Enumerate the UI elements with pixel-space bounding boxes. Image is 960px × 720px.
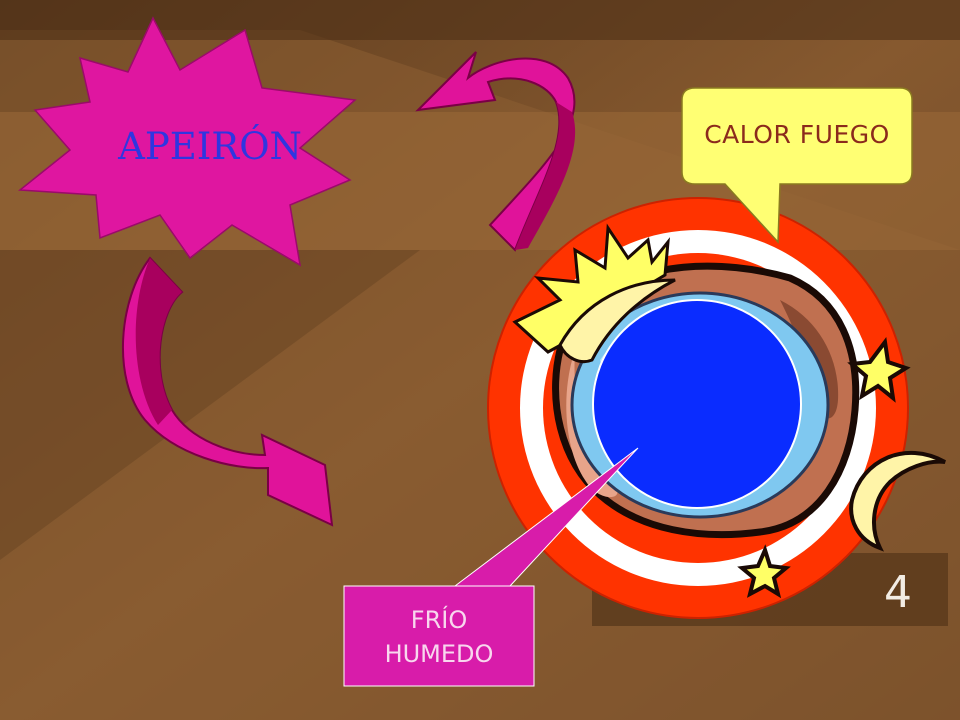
star-icon-small	[737, 544, 791, 599]
sun-icon	[512, 223, 676, 364]
moon-icon	[849, 451, 946, 552]
frio-label-line2: HUMEDO	[384, 640, 494, 668]
frio-humedo-label: FRÍO HUMEDO	[344, 592, 534, 682]
curved-arrow-icon	[415, 51, 576, 252]
blue-sphere	[592, 299, 802, 509]
calor-fuego-label: CALOR FUEGO	[704, 119, 890, 149]
background-shadow	[0, 250, 420, 560]
curved-arrow-down-icon	[122, 256, 334, 527]
background-top-band	[0, 0, 960, 40]
frio-label-line1: FRÍO	[410, 606, 468, 634]
star-icon	[847, 336, 911, 403]
slide-number: 4	[884, 566, 912, 618]
apeiron-starburst-icon	[18, 16, 357, 267]
calor-speech-bubble-icon	[681, 87, 913, 244]
apeiron-label: APEIRÓN	[118, 124, 302, 168]
frio-callout-box	[343, 585, 535, 687]
